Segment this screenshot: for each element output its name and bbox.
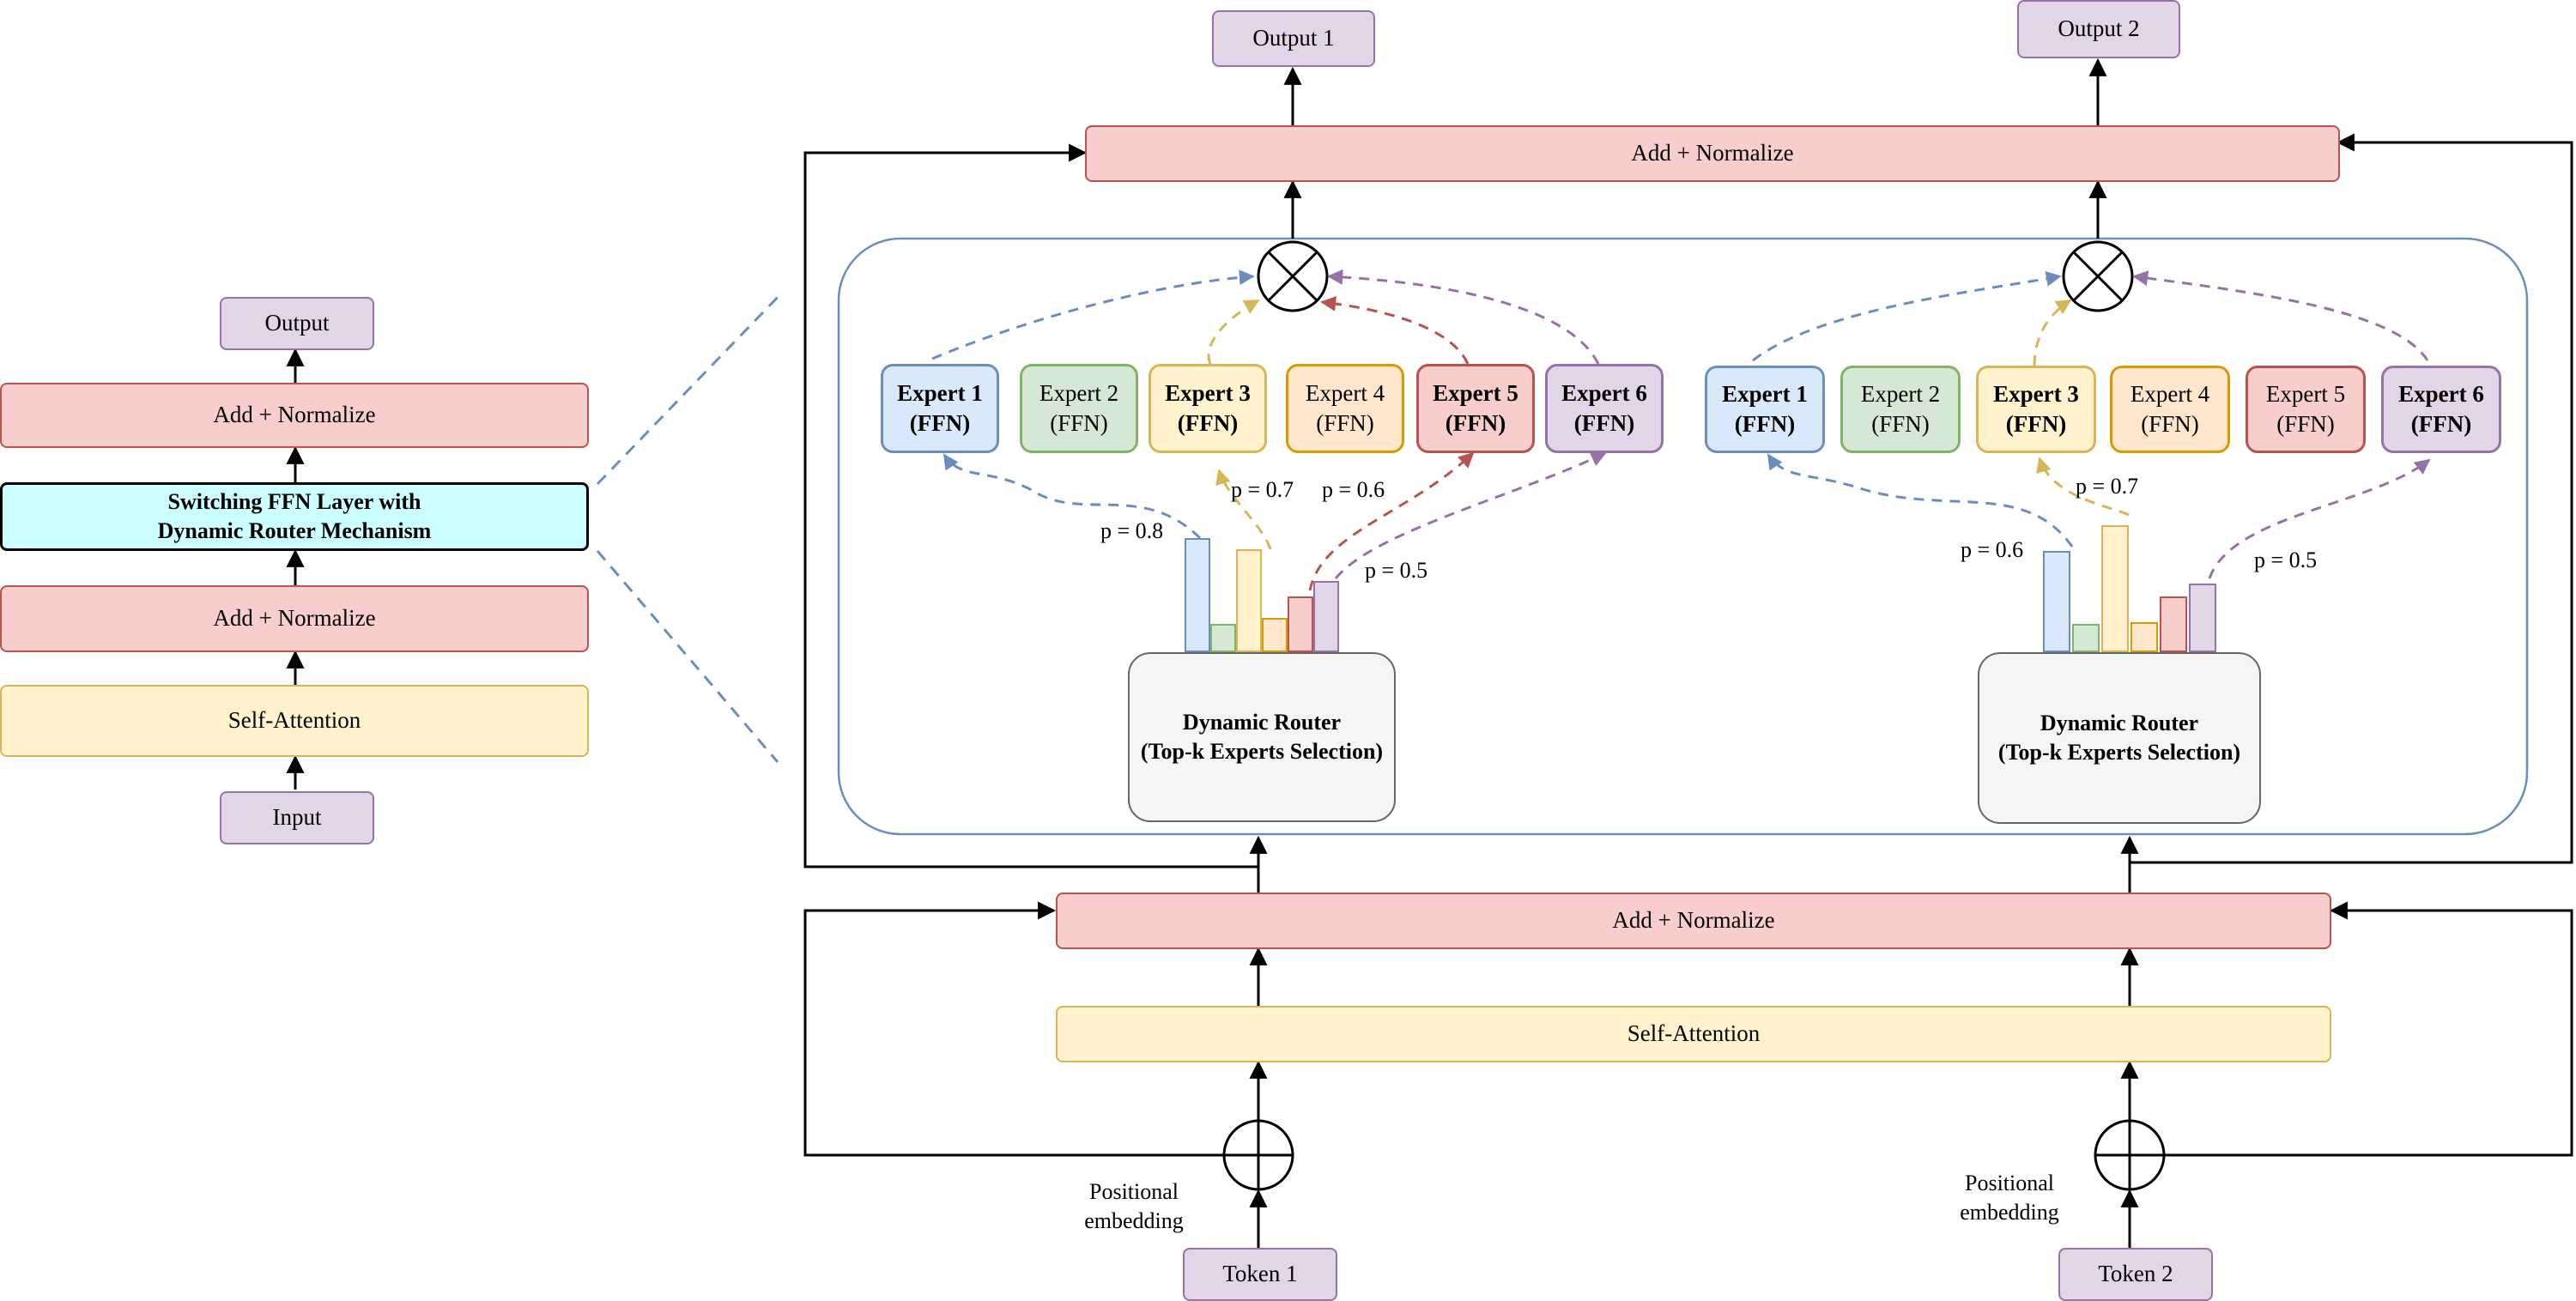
zoom-line-bottom <box>596 550 779 763</box>
group-2-expert-5: Expert 5 (FFN) <box>2246 366 2366 453</box>
main-arrows <box>803 57 2573 1248</box>
token-2-box: Token 2 <box>2058 1248 2213 1301</box>
prob-label-b-expert6: p = 0.5 <box>2254 548 2318 572</box>
bars-a-bar-5 <box>1288 596 1313 652</box>
dynamic-router-2: Dynamic Router (Top-k Experts Selection) <box>1978 652 2261 824</box>
expert-sub: (FFN) <box>909 410 971 436</box>
bars-a-bar-1 <box>1185 538 1210 652</box>
add-operator-2 <box>2094 1119 2166 1191</box>
expert-name: Expert 3 <box>1993 380 2079 407</box>
pos-emb-2-line-1: Positional <box>1964 1171 2054 1195</box>
expert-name: Expert 4 <box>2130 380 2210 407</box>
router-2-line-2: (Top-k Experts Selection) <box>1997 740 2241 765</box>
pos-emb-2-line-2: embedding <box>1960 1199 2059 1225</box>
expert-sub: (FFN) <box>2410 411 2472 437</box>
expert-sub: (FFN) <box>1871 411 1930 437</box>
prob-label-b-expert1: p = 0.6 <box>1961 537 2024 562</box>
left-input-box: Input <box>220 791 374 844</box>
expert-sub: (FFN) <box>1177 410 1239 436</box>
combine-operator-2 <box>2062 240 2134 312</box>
token-1-box: Token 1 <box>1183 1248 1337 1301</box>
expert-sub: (FFN) <box>2276 411 2335 437</box>
bars-a-bar-6 <box>1313 581 1339 652</box>
bars-b-bar-5 <box>2160 596 2187 652</box>
bars-b-bar-4 <box>2131 622 2158 652</box>
expert-sub: (FFN) <box>1050 410 1108 436</box>
expert-name: Expert 3 <box>1165 379 1251 406</box>
expert-name: Expert 1 <box>897 379 983 406</box>
left-self-attention: Self-Attention <box>0 685 589 757</box>
expert-name: Expert 4 <box>1305 379 1385 406</box>
switching-line-2: Dynamic Router Mechanism <box>157 518 432 543</box>
bars-a-bar-4 <box>1262 618 1288 652</box>
routing-curves-b <box>1752 270 2431 579</box>
group-2-expert-3: Expert 3 (FFN) <box>1976 366 2096 453</box>
bars-b-bar-3 <box>2101 525 2129 652</box>
moe-container <box>837 237 2529 836</box>
expert-name: Expert 2 <box>1860 380 1941 407</box>
bars-a-bar-3 <box>1236 549 1262 652</box>
group-2-expert-2: Expert 2 (FFN) <box>1840 366 1961 453</box>
add-normalize-top: Add + Normalize <box>1085 125 2340 182</box>
group-2-expert-6: Expert 6 (FFN) <box>2381 366 2501 453</box>
prob-label-b-expert3: p = 0.7 <box>2076 474 2139 499</box>
left-add-normalize-top: Add + Normalize <box>0 383 589 448</box>
left-add-normalize-bottom: Add + Normalize <box>0 585 589 652</box>
group-2-expert-4: Expert 4 (FFN) <box>2110 366 2230 453</box>
prob-label-a-expert3: p = 0.7 <box>1231 477 1294 502</box>
zoom-line-top <box>596 290 785 486</box>
bars-b-bar-6 <box>2189 584 2216 652</box>
expert-sub: (FFN) <box>1573 410 1635 436</box>
router-2-line-1: Dynamic Router <box>2040 711 2199 736</box>
expert-sub: (FFN) <box>1316 410 1374 436</box>
switching-line-1: Switching FFN Layer with <box>167 489 421 515</box>
bars-b-bar-2 <box>2072 624 2100 652</box>
group-2-expert-1: Expert 1 (FFN) <box>1705 366 1825 453</box>
expert-sub: (FFN) <box>2141 411 2199 437</box>
output-2-box: Output 2 <box>2017 0 2180 58</box>
expert-sub: (FFN) <box>1734 411 1796 437</box>
prob-label-a-expert6: p = 0.5 <box>1365 558 1428 583</box>
output-1-box: Output 1 <box>1212 10 1375 67</box>
pos-emb-1-line-1: Positional <box>1088 1179 1179 1204</box>
expert-name: Expert 5 <box>2265 380 2346 407</box>
pos-emb-1-line-2: embedding <box>1084 1207 1184 1233</box>
self-attention-main: Self-Attention <box>1056 1006 2331 1062</box>
prob-label-a-expert5: p = 0.6 <box>1322 477 1385 502</box>
routing-curves-a <box>931 269 1607 591</box>
bars-b-bar-1 <box>2043 551 2070 652</box>
positional-embedding-label-1: Positional embedding <box>1078 1177 1190 1236</box>
expert-name: Expert 6 <box>1561 379 1647 406</box>
left-output-box: Output <box>220 297 374 350</box>
router-1-line-2: (Top-k Experts Selection) <box>1140 739 1384 764</box>
add-operator-1 <box>1222 1119 1294 1191</box>
expert-name: Expert 5 <box>1433 379 1518 406</box>
expert-sub: (FFN) <box>1445 410 1506 436</box>
group-1-expert-3: Expert 3 (FFN) <box>1149 364 1267 453</box>
expert-name: Expert 6 <box>2398 380 2484 407</box>
positional-embedding-label-2: Positional embedding <box>1954 1169 2065 1227</box>
group-1-expert-4: Expert 4 (FFN) <box>1286 364 1404 453</box>
add-normalize-bottom: Add + Normalize <box>1056 893 2331 949</box>
router-1-line-1: Dynamic Router <box>1182 710 1342 735</box>
group-1-expert-2: Expert 2 (FFN) <box>1020 364 1138 453</box>
group-1-expert-1: Expert 1 (FFN) <box>881 364 999 453</box>
combine-operator-1 <box>1257 240 1329 312</box>
left-switching-ffn-layer: Switching FFN Layer with Dynamic Router … <box>0 482 589 551</box>
expert-sub: (FFN) <box>2005 411 2067 437</box>
expert-name: Expert 1 <box>1722 380 1808 407</box>
expert-name: Expert 2 <box>1039 379 1119 406</box>
prob-label-a-expert1: p = 0.8 <box>1100 518 1164 543</box>
bars-a-bar-2 <box>1210 624 1236 652</box>
group-1-expert-5: Expert 5 (FFN) <box>1416 364 1535 453</box>
dynamic-router-1: Dynamic Router (Top-k Experts Selection) <box>1128 652 1396 822</box>
group-1-expert-6: Expert 6 (FFN) <box>1545 364 1664 453</box>
